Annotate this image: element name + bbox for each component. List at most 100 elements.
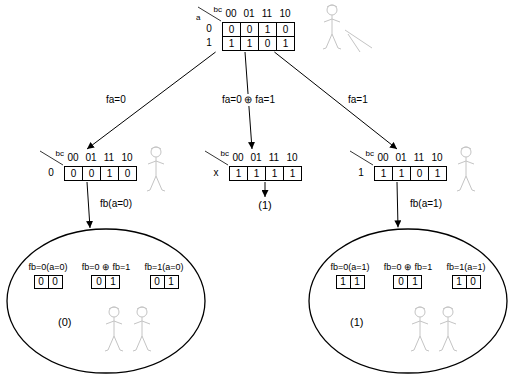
column-header: 00	[64, 150, 82, 166]
result-value: (0)	[58, 316, 71, 328]
row-label: 1	[196, 36, 222, 50]
kmap-cell: 1	[374, 166, 393, 181]
column-header: 01	[240, 6, 258, 22]
kmap-cell: 1	[229, 166, 248, 181]
result-arrow	[265, 182, 266, 197]
function-heading: fb=0(a=0)	[28, 262, 67, 273]
column-header: 00	[374, 150, 392, 166]
kmap-table: bc0001111000010	[38, 150, 136, 180]
kmap-cell: 0	[240, 22, 259, 37]
kmap-cell: 1	[276, 36, 295, 51]
kmap-table: abc000111100001011101	[196, 6, 294, 50]
corner-cell: bc	[203, 150, 229, 166]
sub-kmap: fb=0(a=1) 11	[330, 262, 369, 289]
kmap-cell: 0	[118, 166, 137, 181]
edge-label: fa=1	[346, 94, 370, 106]
kmap-cell: 1	[100, 166, 119, 181]
column-variable: bc	[221, 150, 229, 158]
corner-cell: bc	[38, 150, 64, 166]
result-value: (1)	[350, 316, 363, 328]
arrow-connector	[397, 182, 398, 227]
edge-label: fa=0 ⊕ fa=1	[220, 94, 277, 106]
sketch-figure	[457, 147, 475, 191]
column-header: 10	[118, 150, 136, 166]
kmap-cell: 0	[34, 275, 49, 289]
kmap-cell: 0	[150, 275, 165, 289]
ellipse-outline	[6, 228, 206, 374]
column-variable: bc	[366, 150, 374, 158]
corner-cell: a bc	[196, 6, 222, 22]
column-header: 10	[276, 6, 294, 22]
edge-label: fb(a=1)	[408, 198, 444, 210]
kmap-table: bc0001111011101	[348, 150, 446, 180]
sketch-figure	[439, 307, 457, 351]
column-variable: bc	[214, 6, 222, 14]
column-header: 10	[283, 150, 301, 166]
kmap-cell: 1	[350, 275, 365, 289]
sketch-lines	[345, 30, 372, 52]
kmap-cell: 1	[265, 166, 284, 181]
kmap-cell: 1	[105, 275, 120, 289]
kmap-cell: 0	[91, 275, 106, 289]
sketch-figure	[411, 307, 429, 351]
kmap-cell: 1	[247, 166, 266, 181]
column-variable: bc	[56, 150, 64, 158]
sketch-figure	[323, 5, 341, 49]
row-label: x	[203, 166, 229, 180]
kmap-cell: 1	[258, 22, 277, 37]
row-label: 0	[38, 166, 64, 180]
sub-kmap: fb=0(a=0) 00	[28, 262, 67, 289]
sub-kmap: fb=1(a=0) 01	[144, 262, 183, 289]
column-header: 01	[82, 150, 100, 166]
column-header: 11	[265, 150, 283, 166]
result-ellipse: (1)fb=0(a=1)11fb=0 ⊕ fb=101fb=1(a=1)10	[308, 228, 508, 374]
kmap-cell: 0	[393, 275, 408, 289]
corner-cell: bc	[348, 150, 374, 166]
arrow-connector	[87, 182, 90, 228]
function-heading: fb=1(a=0)	[144, 262, 183, 273]
row-label: 0	[196, 22, 222, 36]
kmap-cell: 1	[283, 166, 302, 181]
sub-kmap: fb=1(a=1)10	[446, 262, 485, 289]
kmap-cell: 1	[336, 275, 351, 289]
column-header: 00	[229, 150, 247, 166]
column-header: 00	[222, 6, 240, 22]
kmap-cell: 0	[276, 22, 295, 37]
arrow-connector	[274, 52, 397, 149]
kmap-cell: 0	[466, 275, 481, 289]
edge-label: fa=0	[104, 94, 128, 106]
kmap-cell: 1	[452, 275, 467, 289]
kmap-table: bc00011110x1111	[203, 150, 301, 180]
kmap-cell: 1	[222, 36, 241, 51]
edge-label: fb(a=0)	[98, 198, 134, 210]
sub-kmap: fb=0 ⊕ fb=1 01	[384, 262, 433, 289]
ellipse-outline	[308, 228, 508, 374]
kmap-cell: 1	[428, 166, 447, 181]
kmap-cell: 0	[222, 22, 241, 37]
column-header: 01	[247, 150, 265, 166]
sketch-figure	[105, 307, 123, 351]
column-header: 11	[410, 150, 428, 166]
function-heading: fb=0 ⊕ fb=1	[384, 262, 433, 273]
row-variable: a	[196, 14, 200, 22]
result-value: (1)	[258, 199, 271, 212]
column-header: 11	[100, 150, 118, 166]
sub-kmap: fb=0 ⊕ fb=1 01	[82, 262, 131, 289]
kmap-cell: 1	[407, 275, 422, 289]
kmap-cell: 1	[240, 36, 259, 51]
column-header: 01	[392, 150, 410, 166]
kmap-cell: 1	[164, 275, 179, 289]
kmap-cell: 0	[82, 166, 101, 181]
sketch-figure	[133, 307, 151, 351]
column-header: 11	[258, 6, 276, 22]
sketch-figure	[147, 147, 165, 191]
kmap-cell: 0	[64, 166, 83, 181]
arrow-connector	[87, 52, 216, 149]
kmap-cell: 0	[258, 36, 277, 51]
function-heading: fb=0 ⊕ fb=1	[82, 262, 131, 273]
function-heading: fb=0(a=1)	[330, 262, 369, 273]
kmap-cell: 0	[410, 166, 429, 181]
kmap-cell: 0	[48, 275, 63, 289]
